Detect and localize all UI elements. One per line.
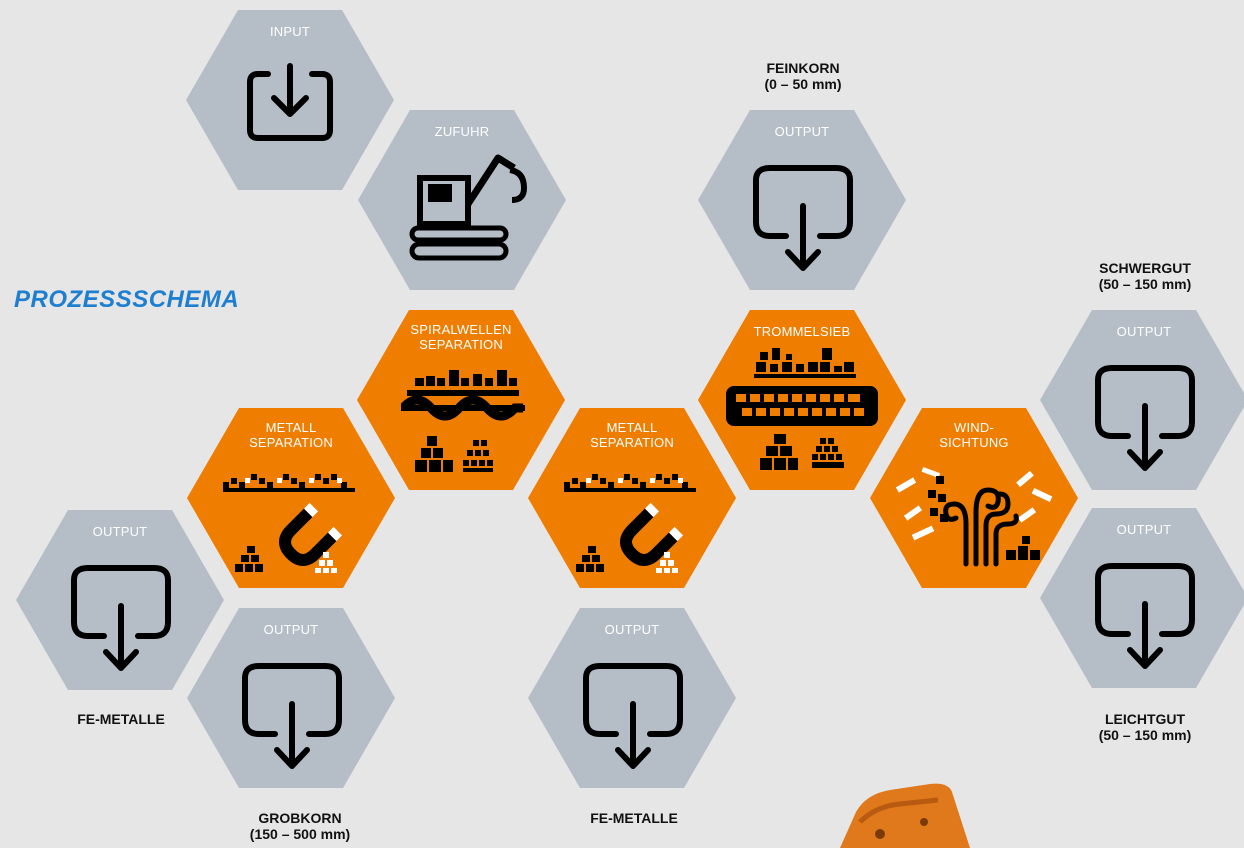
input-tray-icon <box>247 63 333 141</box>
node-label: METALL SEPARATION <box>590 420 674 450</box>
node-label: OUTPUT <box>1116 522 1172 537</box>
node-label: INPUT <box>270 24 310 39</box>
output-tray-icon <box>753 165 853 271</box>
output-tray-icon <box>71 565 171 671</box>
node-label: OUTPUT <box>774 124 830 139</box>
node-output-grobkorn: OUTPUT <box>187 608 395 788</box>
output-tray-icon <box>1095 365 1195 471</box>
node-label: SPIRALWELLEN SEPARATION <box>410 322 512 352</box>
node-label: OUTPUT <box>1116 324 1172 339</box>
node-zufuhr: ZUFUHR <box>358 110 566 290</box>
caption-grobkorn: GROBKORN (150 – 500 mm) <box>249 810 351 842</box>
output-tray-icon <box>242 663 342 769</box>
caption-schwergut: SCHWERGUT (50 – 150 mm) <box>1098 260 1192 292</box>
node-output-fe-metalle-1: OUTPUT <box>16 510 224 690</box>
node-output-leichtgut: OUTPUT <box>1040 508 1244 688</box>
wind-sifter-icon <box>895 467 1053 567</box>
node-input: INPUT <box>186 10 394 190</box>
node-label: OUTPUT <box>92 524 148 539</box>
magnet-icon <box>564 474 696 573</box>
caption-feinkorn: FEINKORN (0 – 50 mm) <box>764 60 842 92</box>
node-output-schwergut: OUTPUT <box>1040 310 1244 490</box>
node-windsichtung: WIND- SICHTUNG <box>870 408 1078 588</box>
magnet-icon <box>223 474 355 573</box>
screw-conveyor-icon <box>401 370 525 472</box>
node-label: WIND- SICHTUNG <box>939 420 1009 450</box>
node-label: TROMMELSIEB <box>753 324 851 339</box>
caption-leichtgut: LEICHTGUT (50 – 150 mm) <box>1098 711 1192 743</box>
excavator-icon <box>409 154 528 261</box>
node-spiralwellen-separation: SPIRALWELLEN SEPARATION <box>357 310 565 490</box>
caption-fe-metalle-2: FE-METALLE <box>590 810 678 826</box>
node-label: METALL SEPARATION <box>249 420 333 450</box>
node-label: OUTPUT <box>604 622 660 637</box>
diagram-title: PROZESSSCHEMA <box>14 286 240 313</box>
output-tray-icon <box>1095 563 1195 669</box>
node-trommelsieb: TROMMELSIEB <box>698 310 906 490</box>
output-tray-icon <box>583 663 683 769</box>
node-metall-separation-1: METALL SEPARATION <box>187 408 395 588</box>
node-label: ZUFUHR <box>434 124 490 139</box>
node-output-feinkorn: OUTPUT <box>698 110 906 290</box>
node-label: OUTPUT <box>263 622 319 637</box>
caption-fe-metalle-1: FE-METALLE <box>77 711 165 727</box>
drum-screen-icon <box>726 348 878 470</box>
machine-image <box>840 783 970 848</box>
node-metall-separation-2: METALL SEPARATION <box>528 408 736 588</box>
node-output-fe-metalle-2: OUTPUT <box>528 608 736 788</box>
